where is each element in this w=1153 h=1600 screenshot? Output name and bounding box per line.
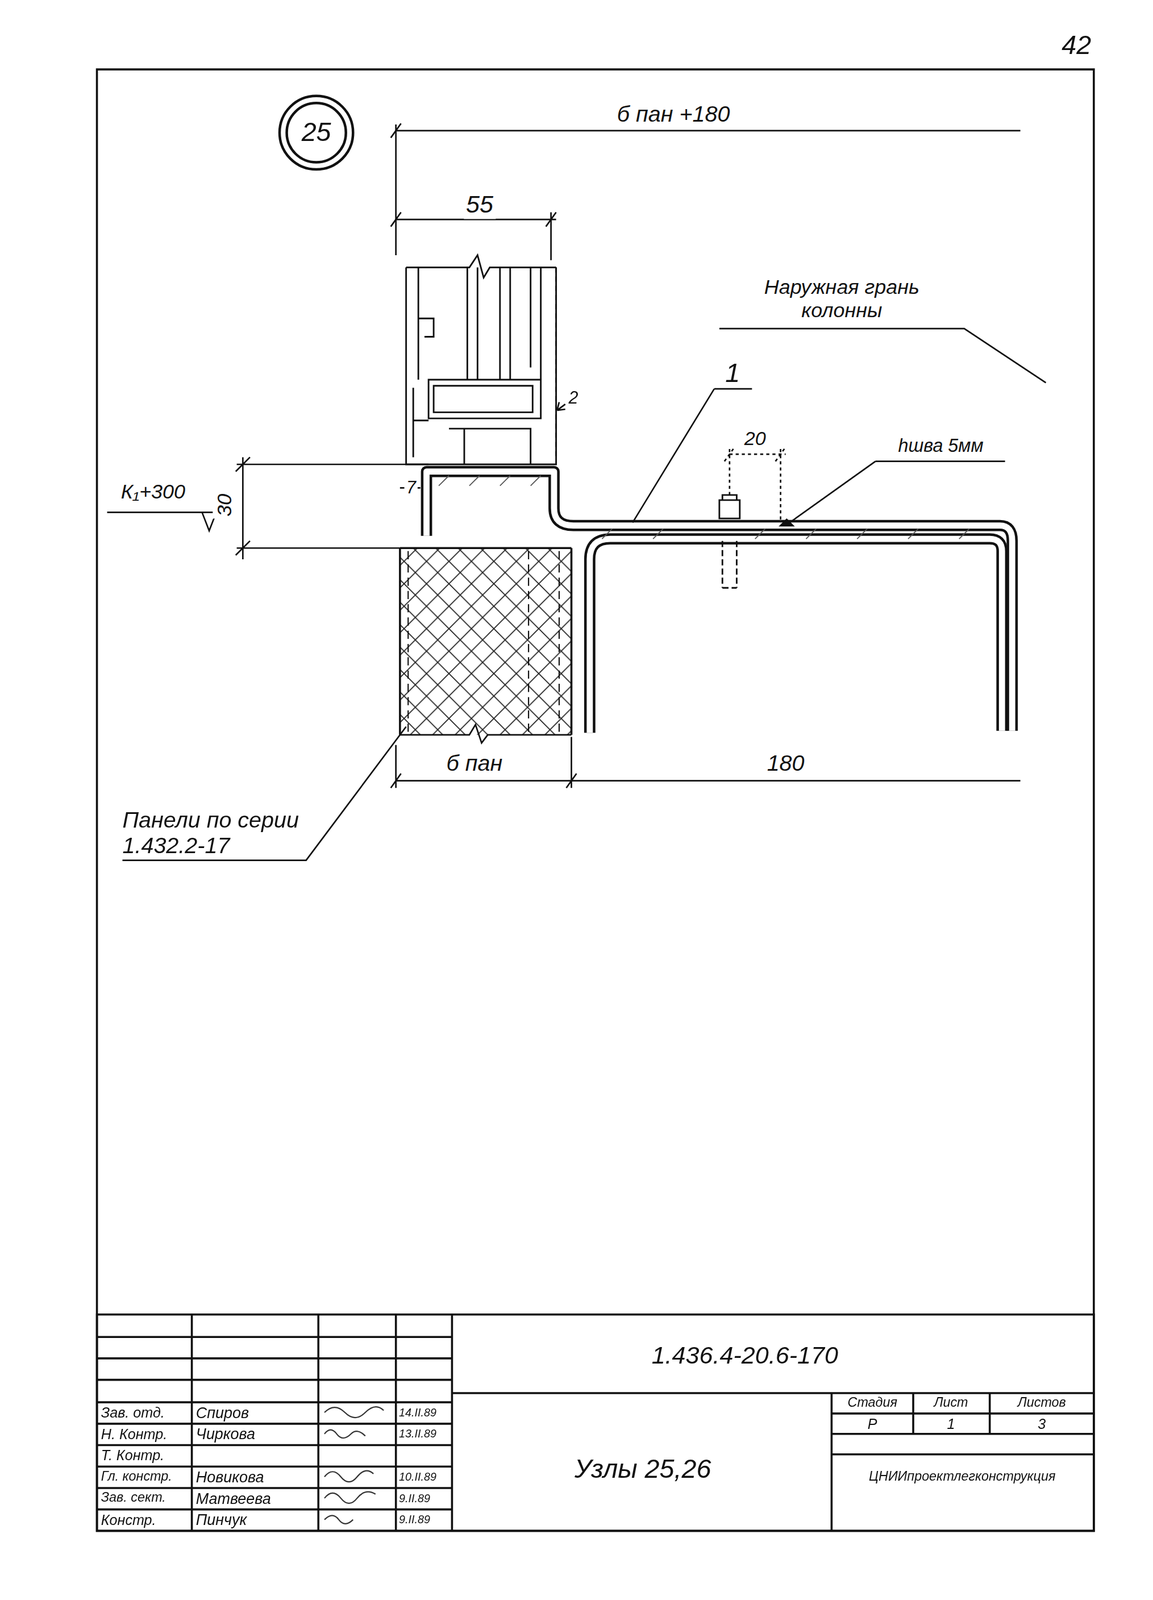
- table-cell: Стадия: [847, 1395, 898, 1411]
- table-cell: Лист: [933, 1395, 968, 1411]
- table-cell: Спиров: [196, 1403, 249, 1422]
- dimension-label: Панели по серии 1.432.2-17: [122, 806, 327, 859]
- table-cell: 14.II.89: [398, 1405, 437, 1419]
- bent-plate: [426, 471, 1013, 734]
- dimension-label: б пан: [444, 750, 505, 776]
- table-cell: 3: [1037, 1414, 1046, 1432]
- table-cell: Зав. сект.: [101, 1490, 166, 1506]
- table-cell: ЦНИИпроектлегконструкция: [868, 1468, 1056, 1485]
- table-cell: 1: [946, 1414, 955, 1432]
- title-block: [97, 1314, 1094, 1531]
- table-cell: Чиркова: [196, 1424, 256, 1443]
- table-cell: Констр.: [101, 1511, 157, 1528]
- node-circle: [279, 96, 353, 170]
- table-cell: 10.II.89: [398, 1470, 437, 1484]
- dimension-label: 180: [764, 750, 807, 776]
- table-cell: Зав. отд.: [101, 1404, 165, 1421]
- signatures: [324, 1406, 384, 1524]
- dimension-label: 20: [742, 427, 768, 450]
- sheet-frame: [97, 69, 1094, 1531]
- bolt: [719, 494, 793, 588]
- table-cell: Т. Контр.: [101, 1446, 165, 1464]
- table-cell: Листов: [1017, 1395, 1067, 1411]
- dimension-label: 7: [404, 477, 419, 498]
- window-profile: [406, 255, 557, 465]
- table-cell: Узлы 25,26: [574, 1454, 711, 1485]
- table-cell: Пинчук: [196, 1510, 247, 1529]
- dimension-label: 55: [463, 189, 495, 219]
- table-cell: Матвеева: [196, 1488, 272, 1507]
- dimension-lines: [107, 123, 1021, 788]
- dimension-label: К₁+300: [118, 480, 188, 504]
- table-cell: Гл. констр.: [101, 1468, 173, 1485]
- dimension-label: 42: [1061, 30, 1092, 62]
- table-cell: Н. Контр.: [101, 1425, 168, 1442]
- dimension-label: 2: [568, 388, 579, 409]
- table-cell: 9.II.89: [398, 1491, 431, 1505]
- wall-panel: [400, 547, 572, 743]
- table-cell: 1.436.4-20.6-170: [651, 1341, 839, 1370]
- dimension-label: hшва 5мм: [896, 435, 986, 457]
- table-cell: Р: [867, 1414, 878, 1432]
- table-cell: 9.II.89: [398, 1512, 431, 1526]
- callout-circle: 25: [282, 98, 351, 167]
- dimension-label: 30: [212, 491, 236, 519]
- dimension-label: Наружная грань колонны: [742, 275, 941, 323]
- leader-lines: [122, 328, 1046, 860]
- table-cell: Новикова: [196, 1467, 265, 1486]
- dimension-label: б пан +180: [614, 101, 732, 127]
- dimension-label: 1: [725, 358, 740, 389]
- table-cell: 13.II.89: [398, 1426, 437, 1440]
- node-number: 25: [301, 117, 332, 149]
